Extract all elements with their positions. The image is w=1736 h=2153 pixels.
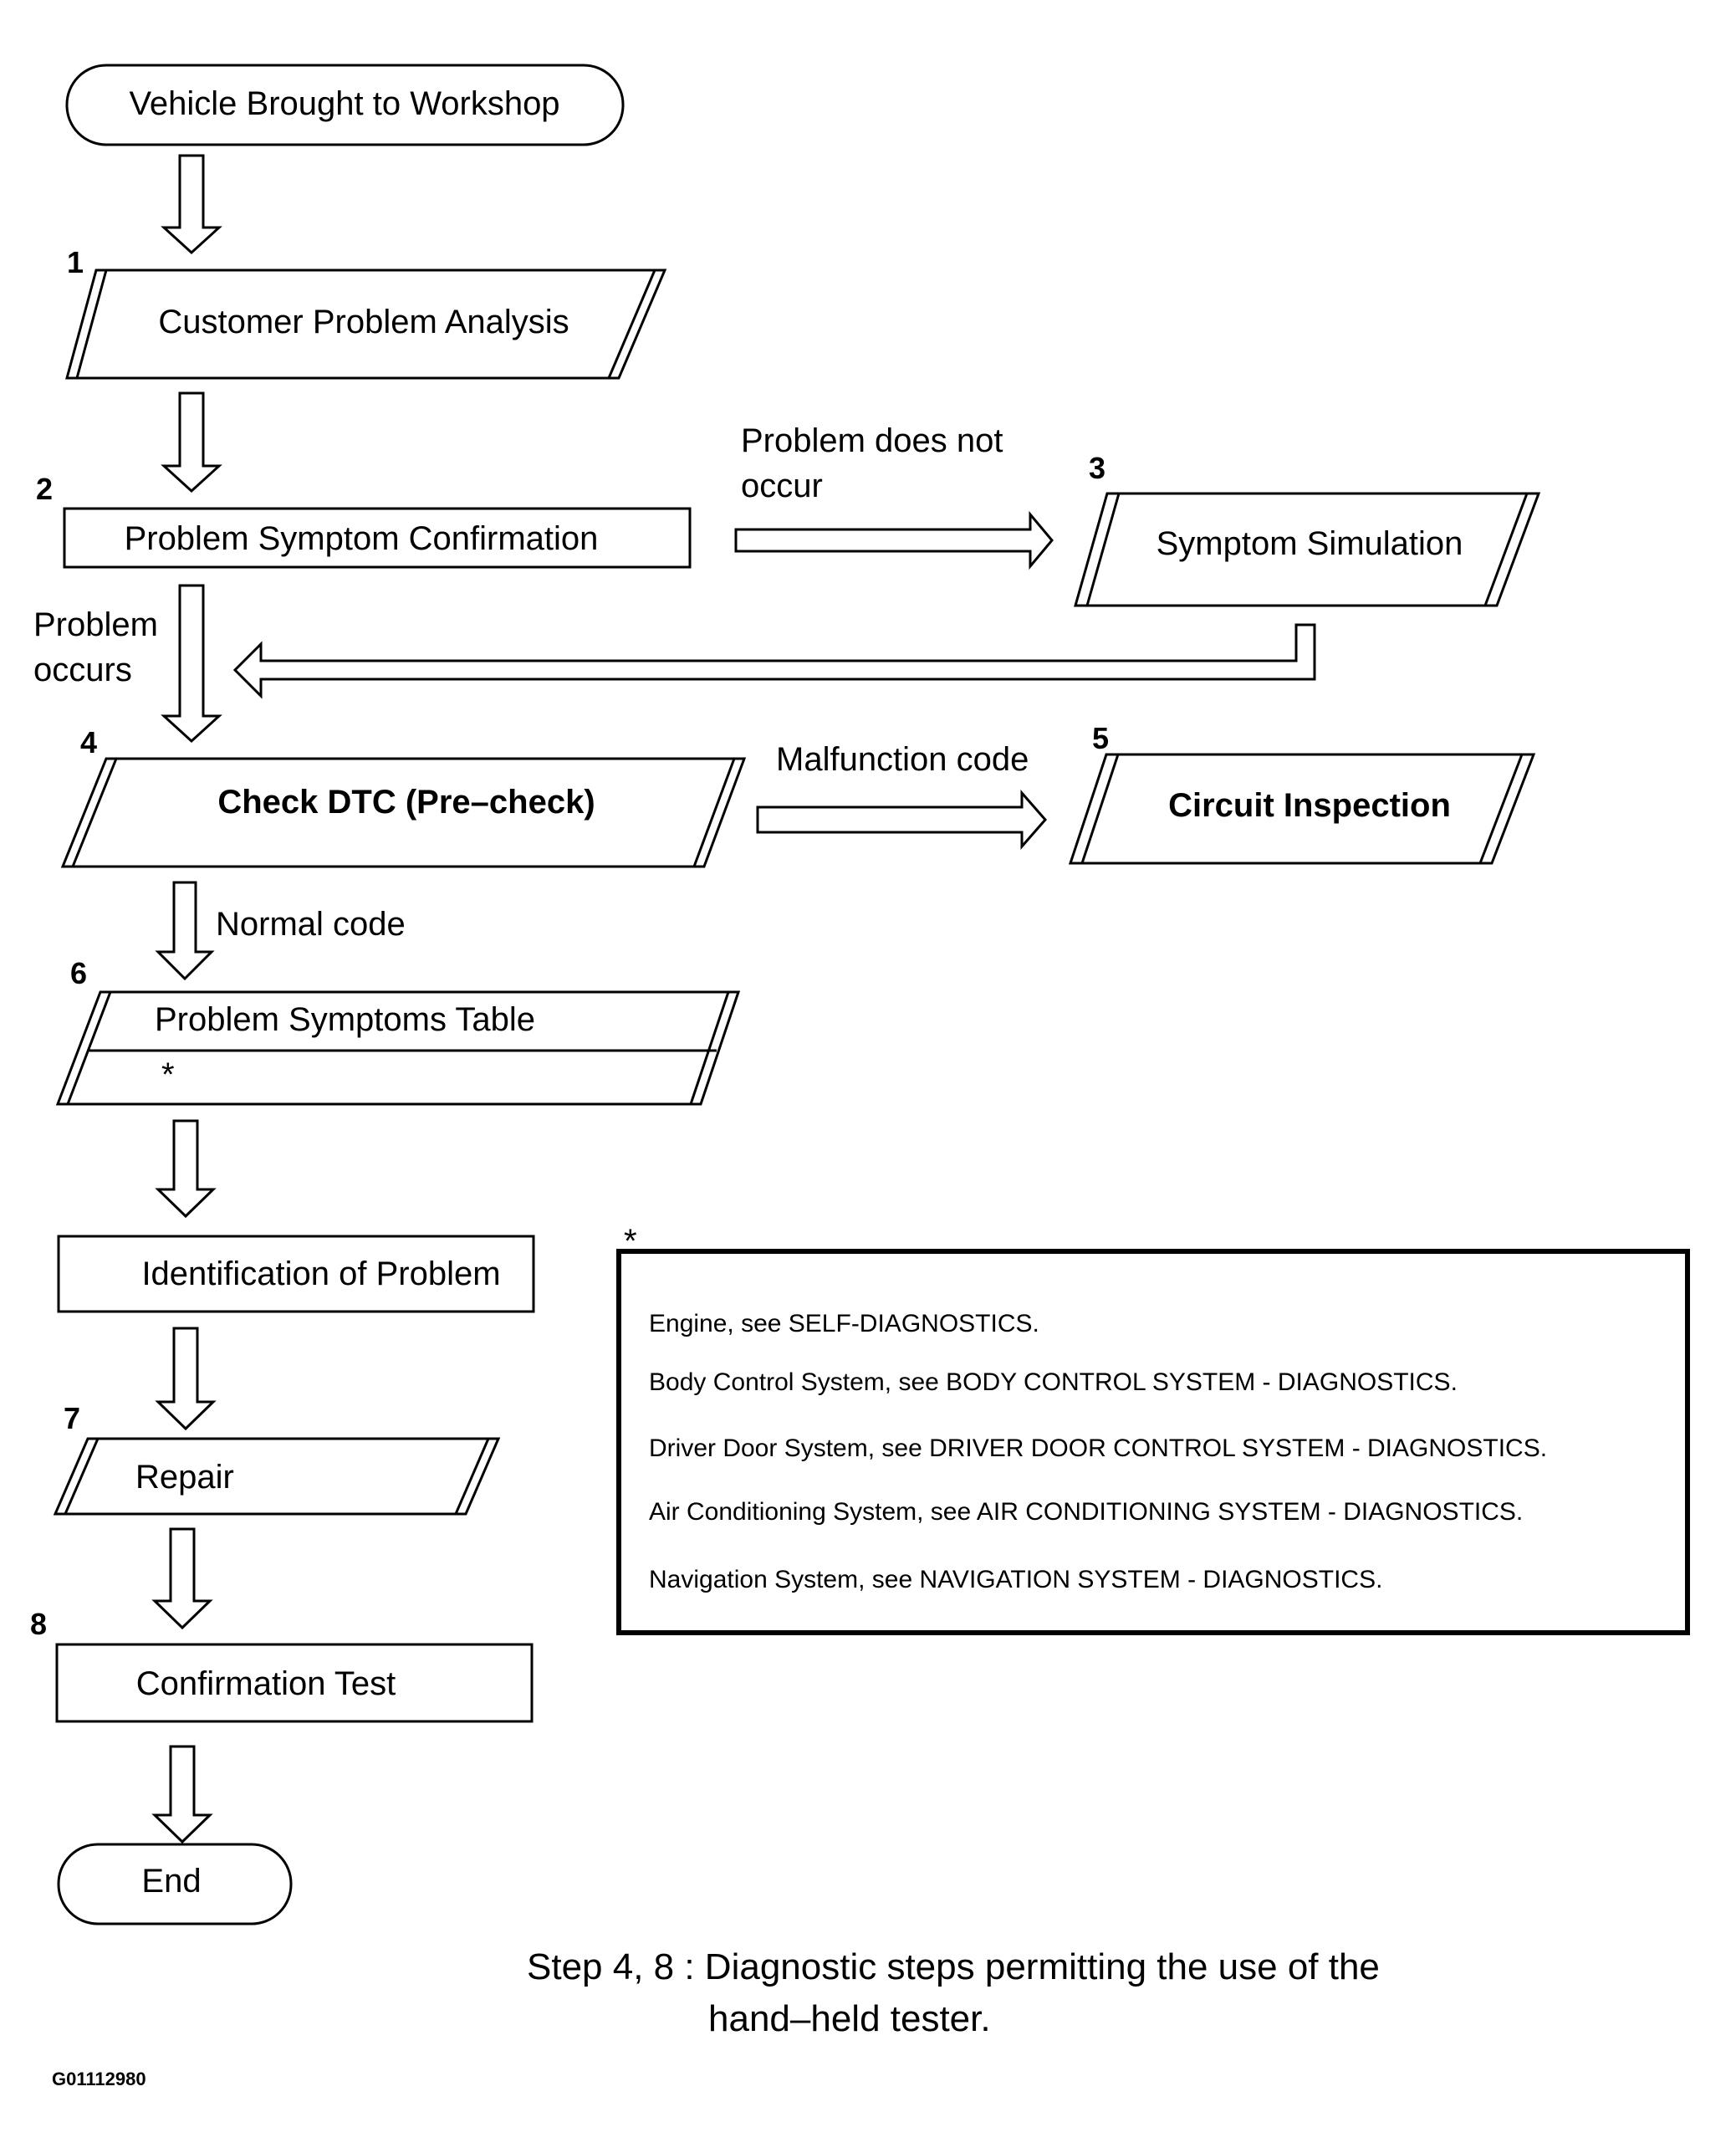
repair-label: Repair — [135, 1459, 234, 1496]
problem-symptoms-table-label: Problem Symptoms Table — [155, 1001, 535, 1038]
note-line-driver-door: Driver Door System, see DRIVER DOOR CONT… — [649, 1434, 1547, 1462]
step-number-5: 5 — [1092, 721, 1109, 755]
step-number-2: 2 — [36, 472, 53, 506]
note-box — [616, 1249, 1690, 1635]
edge-label-does-not-occur-line2: occur — [741, 468, 823, 504]
note-line-engine: Engine, see SELF-DIAGNOSTICS. — [649, 1310, 1039, 1337]
arrow-6-to-identification — [155, 1119, 217, 1219]
circuit-inspection-inner-right — [1478, 754, 1524, 864]
end-label: End — [141, 1863, 201, 1900]
edge-label-normal-code: Normal code — [216, 906, 406, 943]
step-number-3: 3 — [1089, 451, 1105, 485]
start-label: Vehicle Brought to Workshop — [129, 85, 559, 122]
step-number-1: 1 — [67, 245, 84, 279]
arrow-4-to-5 — [756, 790, 1047, 850]
figure-id: G01112980 — [52, 2069, 146, 2089]
symptom-simulation-inner-left — [1085, 493, 1121, 606]
repair-box — [53, 1437, 501, 1516]
arrow-start-to-1 — [161, 154, 222, 255]
step-number-8: 8 — [30, 1607, 47, 1641]
check-dtc-inner-right — [692, 758, 736, 867]
confirmation-test-box — [55, 1643, 534, 1723]
edge-label-does-not-occur-line1: Problem does not — [741, 422, 1003, 459]
repair-inner-left — [64, 1438, 100, 1515]
note-line-body-control: Body Control System, see BODY CONTROL SY… — [649, 1368, 1458, 1396]
arrow-8-to-end — [151, 1745, 213, 1844]
circuit-inspection-inner-left — [1080, 754, 1120, 864]
step-number-6: 6 — [70, 956, 87, 990]
arrow-1-to-2 — [161, 391, 222, 494]
problem-symptom-confirmation-label: Problem Symptom Confirmation — [125, 520, 599, 557]
check-dtc-inner-left — [71, 758, 118, 867]
footnote-line2: hand–held tester. — [708, 1998, 991, 2039]
note-line-navigation: Navigation System, see NAVIGATION SYSTEM… — [649, 1566, 1382, 1593]
problem-symptoms-table-box — [55, 990, 741, 1106]
check-dtc-label: Check DTC (Pre–check) — [217, 784, 595, 821]
edge-label-occurs-line2: occurs — [33, 652, 132, 688]
symptom-simulation-box — [1074, 492, 1541, 607]
problem-symptoms-table-note-marker: * — [161, 1056, 175, 1093]
confirmation-test-label: Confirmation Test — [136, 1665, 396, 1702]
customer-problem-analysis-box — [65, 268, 667, 380]
symptom-simulation-inner-right — [1483, 493, 1529, 606]
identification-of-problem-label: Identification of Problem — [141, 1255, 500, 1292]
arrow-4-to-6 — [155, 881, 215, 981]
footnote-line1: Step 4, 8 : Diagnostic steps permitting … — [527, 1946, 1380, 1987]
circuit-inspection-label: Circuit Inspection — [1168, 787, 1451, 824]
customer-problem-analysis-inner-right — [607, 269, 656, 379]
arrow-identification-to-7 — [155, 1327, 217, 1431]
problem-symptom-confirmation-box — [63, 507, 692, 569]
customer-problem-analysis-inner-left — [75, 269, 108, 379]
identification-of-problem-box — [57, 1235, 535, 1313]
repair-inner-right — [454, 1438, 490, 1515]
step-number-7: 7 — [64, 1401, 80, 1435]
arrow-2-to-3 — [734, 510, 1054, 570]
end-terminal — [57, 1843, 293, 1925]
edge-label-malfunction-code: Malfunction code — [776, 741, 1029, 778]
edge-label-occurs-line1: Problem — [33, 606, 158, 643]
step-number-4: 4 — [80, 725, 97, 759]
problem-symptoms-table-inner-left — [66, 991, 112, 1105]
problem-symptoms-table-inner-right — [689, 991, 730, 1105]
start-terminal — [65, 64, 625, 146]
arrow-7-to-8 — [151, 1527, 213, 1630]
circuit-inspection-box — [1068, 753, 1536, 865]
check-dtc-box — [60, 757, 747, 868]
symptom-simulation-label: Symptom Simulation — [1156, 525, 1463, 562]
arrow-2-to-4 — [161, 584, 222, 744]
arrow-3-return — [232, 623, 1316, 699]
note-line-air-conditioning: Air Conditioning System, see AIR CONDITI… — [649, 1498, 1523, 1526]
customer-problem-analysis-label: Customer Problem Analysis — [158, 304, 569, 340]
